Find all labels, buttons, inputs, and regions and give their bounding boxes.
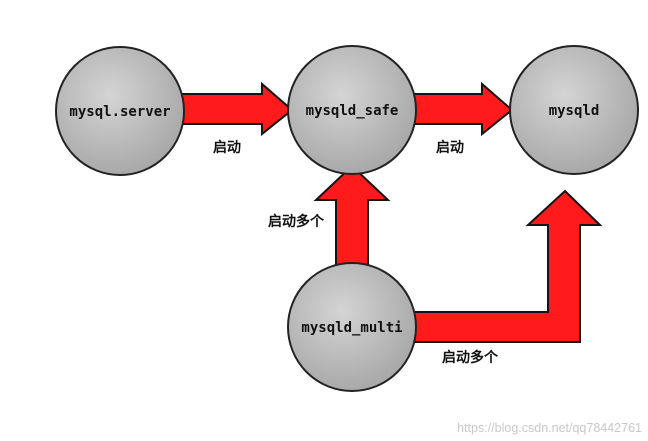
node-mysql-server: mysql.server xyxy=(55,46,185,176)
node-mysqld: mysqld xyxy=(509,45,639,175)
arrow-server-to-safe xyxy=(169,81,294,137)
node-mysqld-multi: mysqld_multi xyxy=(287,262,417,392)
node-label: mysqld_safe xyxy=(306,103,399,119)
arrow-multi-to-mysqld xyxy=(403,189,603,343)
edge-label-multi-to-mysqld: 启动多个 xyxy=(442,349,499,366)
edge-label-multi-to-safe: 启动多个 xyxy=(268,213,325,230)
node-label: mysqld_multi xyxy=(301,320,402,336)
node-mysqld-safe: mysqld_safe xyxy=(287,45,417,175)
edge-label-server-to-safe: 启动 xyxy=(213,139,241,156)
node-label: mysqld xyxy=(549,103,600,119)
edge-label-safe-to-mysqld: 启动 xyxy=(436,139,464,156)
watermark-text: https://blog.csdn.net/qq78442761 xyxy=(457,421,642,435)
node-label: mysql.server xyxy=(69,104,170,120)
